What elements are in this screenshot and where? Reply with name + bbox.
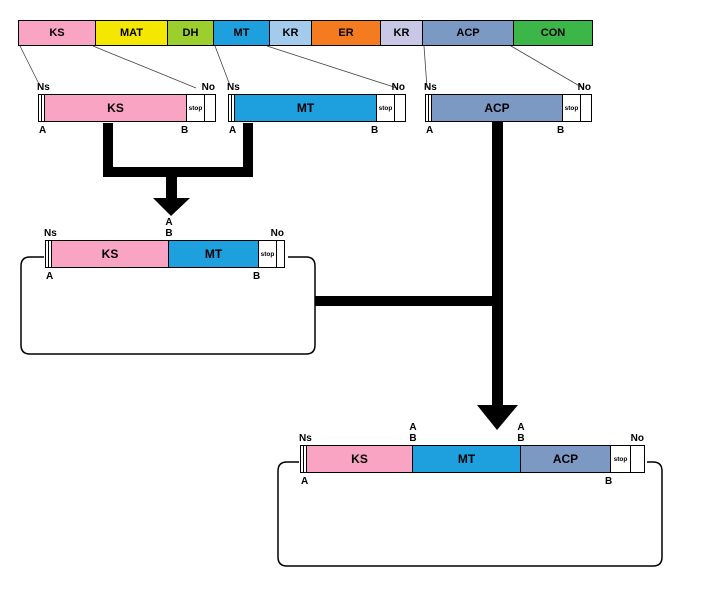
construct-mt: MT stop Ns No A B (227, 82, 406, 136)
restriction-site-line (229, 95, 232, 121)
site-a-label: A (39, 125, 47, 136)
stop-codon-box: stop (611, 446, 631, 472)
acp-arrow-head (477, 405, 518, 430)
fragment-ks: KS (52, 241, 169, 267)
fragment-mt: MT (413, 446, 521, 472)
site-b-label: B (557, 125, 565, 136)
restriction-site-line (49, 241, 52, 267)
fragment-mt: MT (169, 241, 259, 267)
stop-codon-box: stop (377, 95, 395, 121)
site-a-label: A (46, 271, 54, 282)
merge-arrow-head (153, 198, 190, 216)
enclosure-bracket-ks-mt (20, 256, 316, 355)
fragment-ks: KS (307, 446, 413, 472)
ns-site-label: Ns (424, 82, 437, 93)
cluster-segment-kr2: KR (380, 20, 423, 46)
construct-acp: ACP stop Ns No A B (424, 82, 592, 136)
stop-codon-box: stop (259, 241, 277, 267)
no-site-label: No (201, 82, 215, 93)
stop-codon-box: stop (187, 95, 205, 121)
joiner-crossbar (315, 296, 495, 306)
mapping-line-mt-right (266, 45, 398, 89)
site-a-label: A (426, 125, 434, 136)
junction2-b-label: B (517, 433, 525, 444)
restriction-site-line (232, 95, 235, 121)
fragment-mt: MT (235, 95, 377, 121)
fragment-acp: ACP (432, 95, 563, 121)
site-a-label: A (301, 476, 309, 487)
mapping-line-ks-right (92, 45, 197, 89)
vector-tail (277, 241, 284, 267)
cluster-segment-mat: MAT (95, 20, 168, 46)
no-site-label: No (577, 82, 591, 93)
no-site-label: No (391, 82, 405, 93)
junction1-a-label: A (409, 422, 417, 433)
restriction-site-line (42, 95, 45, 121)
vector-tail (631, 446, 644, 472)
restriction-site-line (429, 95, 432, 121)
restriction-site-line (301, 446, 304, 472)
stop-codon-box: stop (563, 95, 581, 121)
junction-b-label: B (165, 228, 173, 239)
construct-ks: KS stop Ns No A B (37, 82, 216, 136)
restriction-site-line (304, 446, 307, 472)
merge-bracket-right-arm (243, 123, 253, 177)
vector-tail (395, 95, 405, 121)
merge-bracket-left-arm (103, 123, 113, 177)
cluster-segment-acp: ACP (422, 20, 514, 46)
no-site-label: No (630, 433, 644, 444)
restriction-site-line (426, 95, 429, 121)
ns-site-label: Ns (44, 228, 57, 239)
vector-tail (581, 95, 591, 121)
vector-tail (205, 95, 215, 121)
cluster-segment-kr1: KR (269, 20, 312, 46)
cluster-segment-ks: KS (18, 20, 96, 46)
ns-site-label: Ns (227, 82, 240, 93)
restriction-site-line (39, 95, 42, 121)
construct-ks-mt-acp: KS MT ACP stop Ns No A B A B A B (299, 422, 645, 487)
ns-site-label: Ns (37, 82, 50, 93)
cluster-segment-dh: DH (167, 20, 214, 46)
merge-bracket-crossbar (103, 167, 253, 177)
cluster-segment-er: ER (311, 20, 381, 46)
cluster-segment-con: CON (513, 20, 593, 46)
gene-cluster-bar: KS MAT DH MT KR ER KR ACP CON (18, 20, 593, 46)
acp-arrow-shaft (492, 122, 503, 405)
site-b-label: B (253, 271, 261, 282)
site-b-label: B (371, 125, 379, 136)
no-site-label: No (270, 228, 284, 239)
restriction-site-line (46, 241, 49, 267)
merge-arrow-shaft (166, 177, 177, 198)
site-b-label: B (605, 476, 613, 487)
junction2-a-label: A (517, 422, 525, 433)
cluster-segment-mt: MT (213, 20, 270, 46)
fragment-ks: KS (45, 95, 187, 121)
mapping-line-acp-right (510, 45, 584, 89)
fragment-acp: ACP (521, 446, 611, 472)
site-a-label: A (229, 125, 237, 136)
site-b-label: B (181, 125, 189, 136)
ns-site-label: Ns (299, 433, 312, 444)
junction1-b-label: B (409, 433, 417, 444)
junction-a-label: A (165, 217, 173, 228)
construct-ks-mt: KS MT stop Ns No A B A B (44, 217, 285, 282)
